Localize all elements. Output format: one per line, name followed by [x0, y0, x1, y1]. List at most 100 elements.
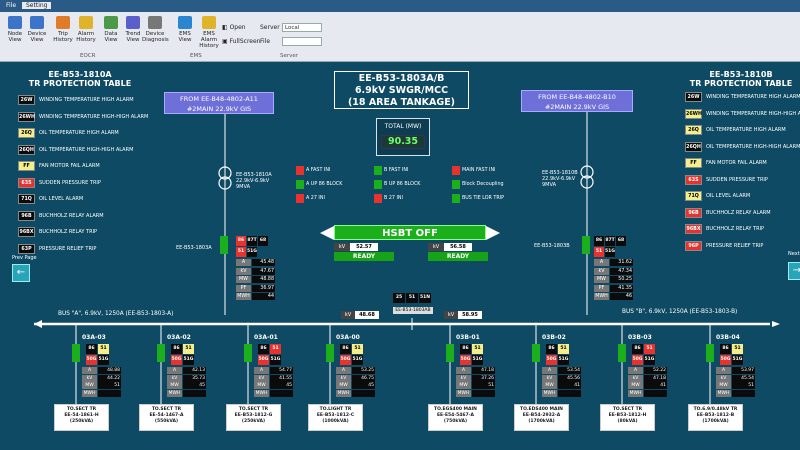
- feeder-value: 51: [98, 382, 121, 389]
- feeder-relay: 51: [644, 344, 655, 354]
- protection-desc: OIL TEMPERATURE HIGH ALARM: [39, 130, 119, 136]
- protection-code: 63P: [18, 243, 35, 254]
- ribbon-button-3-icon: [79, 16, 93, 29]
- feeder-breaker[interactable]: [244, 344, 252, 362]
- tab-file[interactable]: File: [6, 2, 17, 9]
- feeder-load-line: EE-B54-2932-A: [522, 413, 561, 418]
- protection-code: 96BX: [18, 227, 35, 237]
- hsbt-status[interactable]: HSBT OFF: [334, 225, 486, 240]
- open-button[interactable]: ◧ Open: [222, 24, 246, 31]
- ribbon-button-6[interactable]: Device Diagnosis: [142, 16, 169, 50]
- ribbon-button-4[interactable]: Data View: [98, 16, 124, 50]
- feeder-breaker[interactable]: [157, 344, 165, 362]
- ribbon-button-5[interactable]: Trend View: [120, 16, 146, 50]
- feeder-breaker[interactable]: [532, 344, 540, 362]
- ribbon-button-5-label: Trend View: [125, 31, 141, 44]
- feeder-breaker[interactable]: [72, 344, 80, 362]
- hsbt-left-kv-value: 52.57: [350, 243, 378, 251]
- feeder-breaker[interactable]: [706, 344, 714, 362]
- incomer-a-breaker[interactable]: [220, 236, 228, 254]
- protection-code: 26Q: [685, 125, 702, 135]
- fullscreen-button[interactable]: ▣ FullScreen: [222, 38, 261, 45]
- feed-left-2: #2MAIN 22.9kV GIS: [186, 105, 252, 113]
- incomer-b-breaker[interactable]: [582, 236, 590, 254]
- ribbon-button-3[interactable]: Alarm History: [73, 16, 99, 50]
- ribbon-button-2[interactable]: Trip History: [50, 16, 76, 50]
- relay-indicator: 87T: [247, 236, 257, 246]
- feeder-value: 41.55: [270, 374, 293, 382]
- feeder-load-line: (1700kVA): [702, 419, 729, 424]
- ribbon-button-8-icon: [202, 16, 216, 29]
- right-table-title-2: TR PROTECTION TABLE: [689, 79, 793, 88]
- tab-setting[interactable]: Setting: [22, 2, 52, 9]
- relay-indicator: 51G: [605, 247, 615, 257]
- protection-code: 26QH: [685, 141, 702, 152]
- server-select[interactable]: Local: [282, 23, 322, 32]
- transformer-b-name: EE-B53-1810B: [542, 170, 578, 176]
- ribbon-button-6-label: Device Diagnosis: [142, 31, 169, 44]
- feeder-value: [270, 389, 293, 397]
- value-key: A: [594, 259, 609, 266]
- ribbon-button-6-icon: [148, 16, 162, 29]
- feeder-relay: 50G: [546, 355, 557, 365]
- value-key: kV: [594, 267, 609, 275]
- next-page-button[interactable]: →: [788, 262, 800, 280]
- feeder-value: 44.22: [98, 374, 121, 382]
- feeder-value-key: kV: [336, 374, 351, 382]
- feeder-value: 51: [472, 382, 495, 389]
- feeder-breaker[interactable]: [618, 344, 626, 362]
- feeder-value: 46.75: [352, 374, 375, 382]
- ribbon-button-8-label: EMS Alarm History: [199, 31, 219, 50]
- feeder-value-key: kV: [456, 374, 471, 382]
- ribbon-button-0[interactable]: Node View: [2, 16, 28, 50]
- transformer-a-rating: 9MVA: [236, 184, 251, 190]
- feeder-breaker[interactable]: [326, 344, 334, 362]
- feeder-relay: 51: [352, 344, 363, 354]
- protection-code: 96B: [685, 207, 702, 218]
- file-select[interactable]: [282, 37, 322, 46]
- ribbon-button-1[interactable]: Device View: [24, 16, 50, 50]
- feeder-value-key: MW: [254, 382, 269, 389]
- hsbt-arrow-right-icon: [486, 226, 500, 240]
- feeder-relay: 51: [472, 344, 483, 354]
- protection-code: 26WH: [685, 108, 702, 119]
- feeder-relay: 51: [183, 344, 194, 354]
- bus-tie-name: EE-B53-1803AB: [393, 307, 433, 314]
- feed-right-2: #2MAIN 22.9kV GIS: [544, 103, 610, 111]
- feeder-value: [472, 389, 495, 397]
- value-reading: 46: [610, 293, 633, 300]
- feeder-relay: 50G: [171, 355, 182, 365]
- feeder-value: 41: [644, 382, 667, 389]
- protection-code: 96B: [18, 210, 35, 221]
- feeder-breaker[interactable]: [446, 344, 454, 362]
- hsbt-right-kv-label: kV: [428, 243, 444, 251]
- value-reading: 31.62: [610, 259, 633, 266]
- feeder-value: 53.25: [352, 367, 375, 374]
- status-label: A FAST INI: [306, 168, 331, 173]
- ribbon-button-2-icon: [56, 16, 70, 29]
- feeder-value-key: A: [456, 367, 471, 374]
- protection-code: 71Q: [685, 191, 702, 201]
- feeder-value: 45: [183, 382, 206, 389]
- feeder-relay: 51: [558, 344, 569, 354]
- feeder-value-key: MW: [82, 382, 97, 389]
- prev-page-button[interactable]: ←: [12, 264, 30, 282]
- ribbon-button-8[interactable]: EMS Alarm History: [196, 16, 222, 50]
- transformer-a-label: EE-B53-1810A 22.9kV-6.9kV 9MVA: [236, 172, 272, 190]
- total-mw-box: TOTAL (MW) 90.35: [376, 118, 430, 156]
- ribbon-button-7[interactable]: EMS View: [172, 16, 198, 50]
